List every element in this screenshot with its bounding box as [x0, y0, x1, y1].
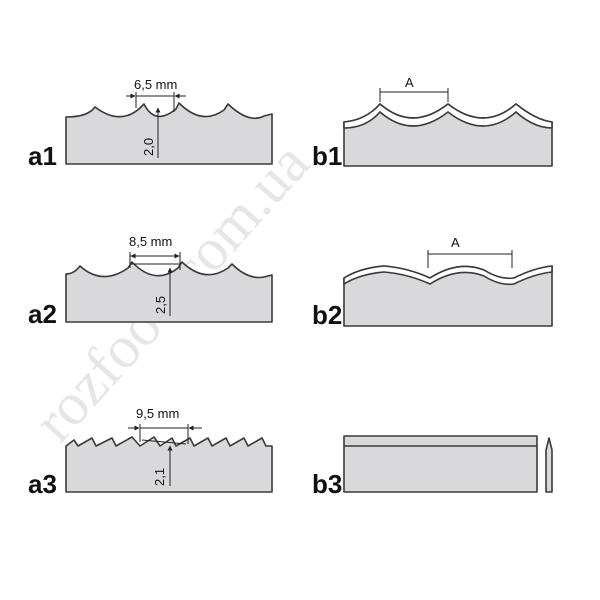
blade-b3-cross-section	[545, 437, 553, 493]
label-b1: b1	[312, 141, 342, 171]
label-b3: b3	[312, 469, 342, 499]
blade-a2-shape	[65, 261, 273, 323]
profile-b3: b3	[312, 435, 553, 499]
b2-pitch-label: A	[451, 235, 460, 250]
blade-a1-shape	[65, 102, 273, 165]
a1-pitch-label: 6,5 mm	[134, 77, 177, 92]
profile-b1: A b1	[312, 75, 553, 171]
blade-b3-shape	[343, 435, 538, 493]
a2-height-label: 2,5	[153, 296, 168, 314]
label-a2: a2	[28, 299, 57, 329]
a3-tooth-set-line	[141, 439, 187, 445]
profile-a2: 8,5 mm 2,5 a2	[28, 234, 273, 329]
a3-pitch-label: 9,5 mm	[136, 406, 179, 421]
blade-b1-bevel	[343, 102, 553, 129]
blade-a3-shape	[65, 436, 273, 493]
label-b2: b2	[312, 300, 342, 330]
a1-height-label: 2,0	[141, 138, 156, 156]
label-a3: a3	[28, 469, 57, 499]
b1-pitch-label: A	[405, 75, 414, 90]
a2-pitch-label: 8,5 mm	[129, 234, 172, 249]
profile-a3: 9,5 mm 2,1 a3	[28, 406, 273, 499]
profile-b2: A b2	[312, 235, 553, 330]
a3-height-label: 2,1	[152, 468, 167, 486]
blade-b2-bevel	[343, 265, 553, 286]
profile-a1: 6,5 mm 2,0 a1	[28, 77, 273, 171]
label-a1: a1	[28, 141, 57, 171]
